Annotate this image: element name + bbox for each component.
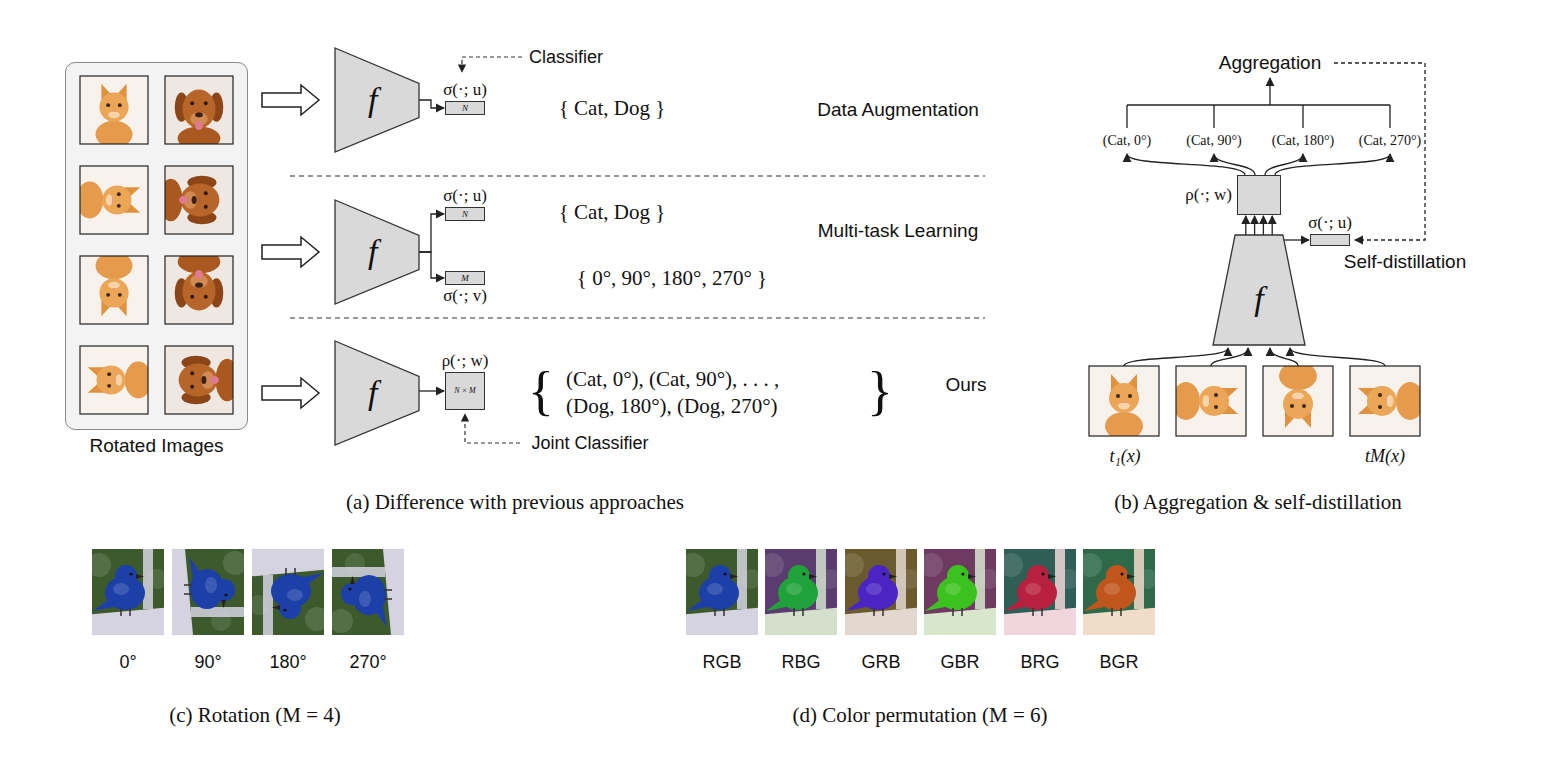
arrow-line [1284, 239, 1309, 240]
input-label: tM(x) [1365, 446, 1405, 467]
function-symbol: f [1254, 282, 1263, 316]
image-label: GRB [861, 652, 900, 673]
method-name: Ours [945, 374, 986, 396]
encoder-trapezoid: f [335, 200, 419, 304]
function-symbol: f [368, 83, 377, 117]
image-label: 0° [119, 652, 136, 673]
output-size: M [461, 274, 469, 283]
image-label: RBG [781, 652, 820, 673]
output-label: (Cat, 0°) [1103, 133, 1151, 149]
label-set: { Cat, Dog } [559, 96, 666, 120]
arrow-line [1272, 216, 1273, 235]
classifier-name: ρ(·; w) [1185, 185, 1232, 205]
joint-classifier-box: ρ(·; w)N × M [445, 372, 485, 410]
arrow-line [419, 252, 444, 278]
connector [419, 391, 444, 392]
rotated-images-panel [65, 62, 248, 430]
image-label: BRG [1020, 652, 1059, 673]
function-symbol: f [368, 376, 377, 410]
classifier-name: σ(·; u) [443, 80, 487, 100]
rotation-examples [85, 549, 411, 635]
method-name: Multi-task Learning [818, 220, 979, 242]
connector [262, 378, 319, 408]
classifier-name: σ(·; u) [443, 186, 487, 206]
transformed-inputs [1089, 362, 1424, 440]
arrow-line [1245, 216, 1246, 235]
step-label: Self-distillation [1344, 251, 1467, 273]
arrow-line [1254, 216, 1255, 235]
hollow-arrow [262, 237, 319, 267]
output-size: N × M [454, 387, 475, 395]
brace: } [867, 364, 893, 418]
hollow-arrow [262, 85, 319, 115]
image-label: 270° [349, 652, 386, 673]
group-heading: Rotated Images [89, 435, 223, 457]
trapezoid-outline [335, 341, 419, 445]
separator-lines [290, 176, 985, 318]
trapezoid-outline [1213, 235, 1305, 345]
image-label: GBR [940, 652, 979, 673]
brace: { [528, 364, 554, 418]
function-symbol: f [368, 235, 377, 269]
connector [262, 237, 319, 267]
connector [1246, 216, 1272, 235]
label-set: { Cat, Dog } [559, 200, 666, 224]
classifier-name: ρ(·; w) [442, 351, 489, 371]
label-set: (Dog, 180°), (Dog, 270°) [566, 394, 778, 418]
image-label: BGR [1099, 652, 1138, 673]
connector [262, 85, 319, 115]
encoder-trapezoid: f [335, 48, 419, 152]
subfigure-caption: (b) Aggregation & self-distillation [1114, 490, 1402, 514]
output-label: (Cat, 180°) [1272, 133, 1334, 149]
arrow-line [419, 390, 444, 391]
subfigure-caption: (d) Color permutation (M = 6) [792, 703, 1047, 727]
connector [419, 100, 444, 108]
output-label: (Cat, 270°) [1359, 133, 1421, 149]
callout-text: Joint Classifier [531, 433, 648, 454]
connector [419, 214, 444, 252]
classifier-box: σ(·; u) [1310, 234, 1350, 246]
output-size: N [462, 210, 468, 219]
label-set: (Cat, 0°), (Cat, 90°), . . . , [566, 367, 779, 391]
connector [1284, 240, 1309, 241]
trapezoid-outline [335, 48, 419, 152]
image-group: Rotated Images [65, 62, 248, 430]
classifier-name: σ(·; v) [443, 286, 487, 306]
callout-text: Classifier [529, 47, 603, 68]
color-permutation-examples [679, 549, 1162, 635]
hollow-arrow [262, 378, 319, 408]
classifier-box: σ(·; u)N [445, 207, 485, 221]
classifier-box: σ(·; u)N [445, 101, 485, 115]
connector [419, 252, 444, 278]
encoder-trapezoid: f [335, 341, 419, 445]
trapezoid-outline [335, 200, 419, 304]
encoder-trapezoid: f [1213, 235, 1305, 345]
output-size: N [462, 104, 468, 113]
joint-classifier-box: ρ(·; w) [1237, 175, 1281, 215]
label-set: { 0°, 90°, 180°, 270° } [577, 266, 767, 290]
step-label: Aggregation [1219, 52, 1321, 74]
input-label: t₁(x) [1109, 446, 1140, 467]
arrow-line [1263, 216, 1264, 235]
classifier-box: σ(·; v)M [445, 271, 485, 285]
aggregation-tree [1124, 63, 1425, 366]
subfigure-caption: (a) Difference with previous approaches [346, 490, 684, 514]
subfigure-caption: (c) Rotation (M = 4) [169, 703, 341, 727]
image-label: 90° [194, 652, 221, 673]
arrow-line [419, 100, 444, 108]
arrow-line [419, 214, 444, 252]
method-name: Data Augmentation [817, 99, 979, 121]
classifier-name: σ(·; u) [1308, 213, 1352, 233]
image-label: RGB [702, 652, 741, 673]
output-label: (Cat, 90°) [1186, 133, 1241, 149]
image-label: 180° [269, 652, 306, 673]
